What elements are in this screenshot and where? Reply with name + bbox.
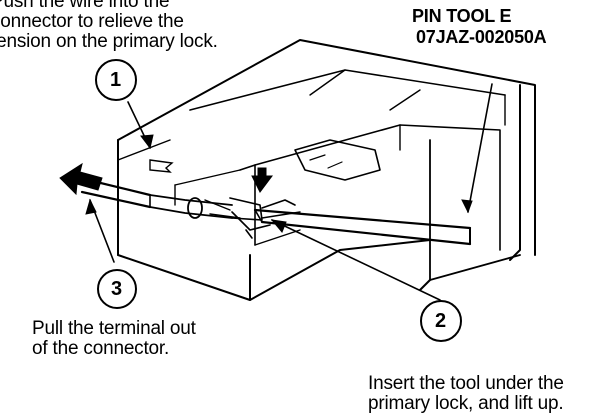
callout-1-number: 1 bbox=[110, 69, 121, 91]
step-3-instruction: Pull the terminal out of the connector. bbox=[32, 318, 196, 359]
pin-tool-part-number: 07JAZ-002050A bbox=[416, 27, 547, 47]
step-1-instruction: Push the wire into the connector to reli… bbox=[0, 0, 218, 52]
step-2-instruction: Insert the tool under the primary lock, … bbox=[368, 373, 564, 414]
pin-tool-name: PIN TOOL E bbox=[412, 6, 512, 26]
pin-tool bbox=[253, 208, 472, 246]
leader-lines bbox=[89, 83, 493, 301]
callout-3-number: 3 bbox=[111, 278, 122, 300]
motion-arrows bbox=[59, 134, 473, 233]
connector-housing bbox=[117, 39, 536, 301]
callout-circles bbox=[95, 59, 462, 342]
wire-and-terminal bbox=[78, 176, 296, 239]
callout-2-number: 2 bbox=[435, 310, 446, 332]
